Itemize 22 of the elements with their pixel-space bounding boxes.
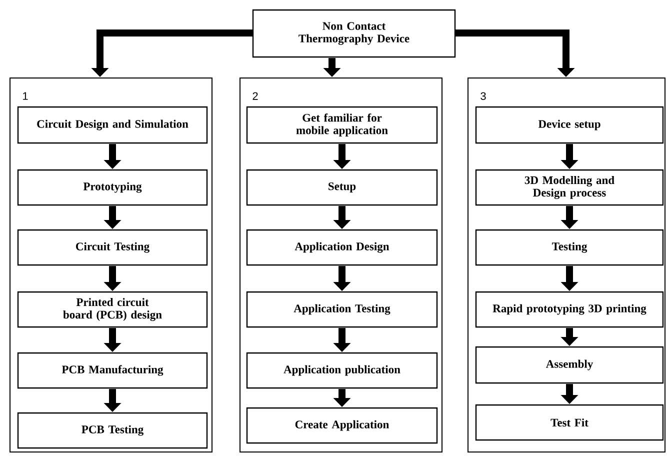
process-box: Non Contact Thermography Device [252, 9, 456, 58]
process-box: Circuit Testing [17, 229, 208, 266]
process-box: Test Fit [475, 404, 664, 441]
process-box: 3D Modelling and Design process [475, 169, 664, 206]
process-box: PCB Testing [17, 412, 208, 449]
process-box: Application Testing [246, 291, 438, 328]
process-box: Printed circuit board (PCB) design [17, 291, 208, 328]
column-number: 2 [252, 92, 258, 100]
process-box: Create Application [246, 407, 438, 444]
column-number: 3 [480, 92, 486, 100]
process-box: Circuit Design and Simulation [17, 106, 208, 144]
process-box: Application publication [246, 352, 438, 389]
process-box: Setup [246, 169, 438, 206]
column-number: 1 [23, 92, 28, 100]
process-box: Application Design [246, 229, 438, 266]
process-box: Rapid prototyping 3D printing [475, 291, 664, 328]
process-box: PCB Manufacturing [17, 352, 208, 389]
process-box: Get familiar for mobile application [246, 106, 438, 144]
process-box: Prototyping [17, 169, 208, 206]
process-box: Testing [475, 229, 664, 266]
process-box: Device setup [475, 106, 664, 144]
process-box: Assembly [475, 346, 664, 384]
